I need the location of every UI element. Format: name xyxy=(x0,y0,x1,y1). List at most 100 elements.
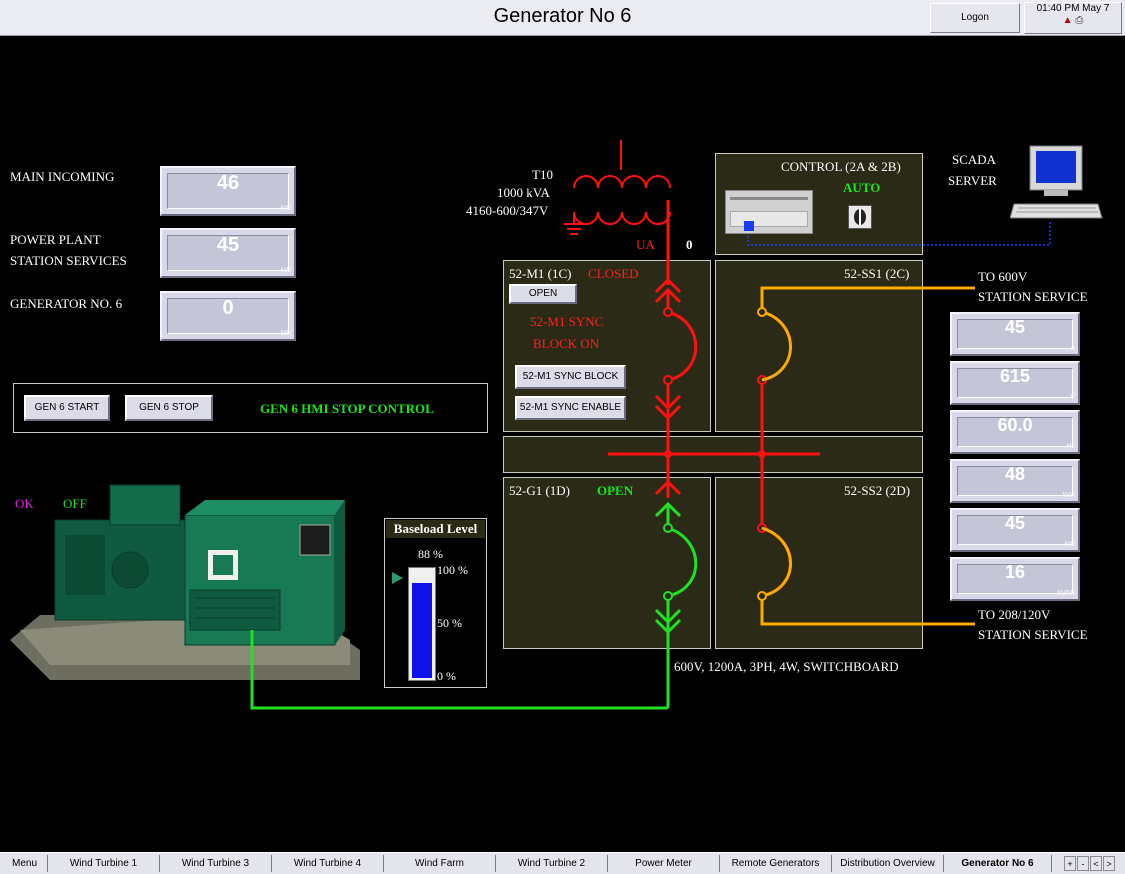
ua-label: UA xyxy=(636,237,655,252)
kw-meter: 45 kW xyxy=(950,508,1080,552)
zoom-out-button[interactable]: - xyxy=(1077,856,1089,871)
scada-label-2: SERVER xyxy=(948,173,997,188)
tab-wind-turbine-2[interactable]: Wind Turbine 2 xyxy=(496,855,608,872)
tab-menu[interactable]: Menu xyxy=(2,855,48,872)
current-value: 45 xyxy=(1004,317,1026,337)
kvar-value: 16 xyxy=(1004,562,1026,582)
baseload-setpoint-slider[interactable] xyxy=(392,572,403,584)
scroll-right-button[interactable]: > xyxy=(1103,856,1115,871)
baseload-title: Baseload Level xyxy=(386,520,485,538)
kva-unit: kVA xyxy=(1062,492,1075,499)
main-incoming-value: 46 xyxy=(216,172,240,194)
breaker-g1-panel xyxy=(503,477,711,649)
tab-wind-turbine-3[interactable]: Wind Turbine 3 xyxy=(160,855,272,872)
breaker-g1-state: OPEN xyxy=(597,483,634,498)
gen-control-status: GEN 6 HMI STOP CONTROL xyxy=(260,401,434,416)
sync-message-1: 52-M1 SYNC xyxy=(530,314,604,329)
control-title: CONTROL (2A & 2B) xyxy=(781,159,901,174)
kw-value: 45 xyxy=(1004,513,1026,533)
transformer-rating: 1000 kVA xyxy=(497,185,550,200)
kvar-unit: kVAR xyxy=(1057,590,1075,597)
taskbar: Menu Wind Turbine 1 Wind Turbine 3 Wind … xyxy=(0,852,1125,874)
current-meter: 45 A xyxy=(950,312,1080,356)
breaker-m1-name: 52-M1 (1C) xyxy=(509,266,572,281)
station-service-path xyxy=(760,286,975,626)
gen-start-button[interactable]: GEN 6 START xyxy=(24,395,110,421)
scada-link xyxy=(747,222,1051,246)
service-208-label-1: TO 208/120V xyxy=(978,607,1051,622)
breaker-m1-state: CLOSED xyxy=(588,266,639,281)
deenergized-path xyxy=(250,501,698,710)
logon-button[interactable]: Logon xyxy=(930,3,1020,33)
kva-meter: 48 kVA xyxy=(950,459,1080,503)
voltage-unit: V xyxy=(1070,394,1075,401)
clock-panel: 01:40 PM May 7 ▲ ⎙ xyxy=(1024,2,1122,34)
generator-6-meter: 0 kW xyxy=(160,291,296,341)
energized-path xyxy=(608,200,820,598)
breaker-ss2-name: 52-SS2 (2D) xyxy=(844,483,911,498)
printer-icon[interactable]: ⎙ xyxy=(1075,15,1084,26)
main-incoming-unit: kW xyxy=(280,205,291,212)
baseload-tick-50: 50 % xyxy=(437,616,462,630)
baseload-bar-fill xyxy=(412,583,432,678)
sync-block-button[interactable]: 52-M1 SYNC BLOCK xyxy=(515,365,626,389)
tab-distribution-overview[interactable]: Distribution Overview xyxy=(832,855,944,872)
one-line-diagram xyxy=(250,140,1051,710)
voltage-meter: 615 V xyxy=(950,361,1080,405)
breaker-ss2-panel xyxy=(715,477,923,649)
alarm-bell-icon[interactable]: ▲ xyxy=(1062,15,1073,26)
main-incoming-label: MAIN INCOMING xyxy=(10,169,115,184)
frequency-meter: 60.0 Hz xyxy=(950,410,1080,454)
sync-enable-button[interactable]: 52-M1 SYNC ENABLE xyxy=(515,396,626,420)
current-unit: A xyxy=(1070,345,1075,352)
control-panel xyxy=(715,153,923,255)
station-services-value: 45 xyxy=(216,234,240,256)
transformer-t10-symbol xyxy=(564,140,671,235)
sync-message-2: BLOCK ON xyxy=(533,336,600,351)
generator-6-value: 0 xyxy=(222,297,234,319)
plc-device xyxy=(725,190,813,234)
mode-selector-switch[interactable] xyxy=(848,205,872,229)
breaker-g1-name: 52-G1 (1D) xyxy=(509,483,571,498)
breaker-m1-open-button[interactable]: OPEN xyxy=(509,284,577,304)
service-208-label-2: STATION SERVICE xyxy=(978,627,1088,642)
clock-text: 01:40 PM May 7 xyxy=(1036,3,1110,14)
gen-ok-status: OK xyxy=(15,496,34,511)
scroll-left-button[interactable]: < xyxy=(1090,856,1102,871)
tab-wind-turbine-4[interactable]: Wind Turbine 4 xyxy=(272,855,384,872)
kvar-meter: 16 kVAR xyxy=(950,557,1080,601)
page-title: Generator No 6 xyxy=(493,5,632,27)
gen-stop-button[interactable]: GEN 6 STOP xyxy=(125,395,213,421)
baseload-bar-track xyxy=(408,567,436,681)
switchboard-label: 600V, 1200A, 3PH, 4W, SWITCHBOARD xyxy=(674,659,899,674)
generator-6-label: GENERATOR NO. 6 xyxy=(10,296,123,311)
station-services-meter: 45 kW xyxy=(160,228,296,278)
tab-generator-no-6[interactable]: Generator No 6 xyxy=(944,855,1052,872)
baseload-percent: 88 % xyxy=(418,547,443,561)
frequency-value: 60.0 xyxy=(997,415,1033,435)
baseload-tick-100: 100 % xyxy=(437,563,468,577)
main-incoming-meter: 46 kW xyxy=(160,166,296,216)
generator-6-unit: kW xyxy=(280,330,291,337)
scada-label-1: SCADA xyxy=(952,152,997,167)
service-600-label-2: STATION SERVICE xyxy=(978,289,1088,304)
zoom-in-button[interactable]: + xyxy=(1064,856,1076,871)
control-mode: AUTO xyxy=(843,180,881,195)
power-plant-label-1: POWER PLANT xyxy=(10,232,101,247)
kva-value: 48 xyxy=(1004,464,1026,484)
generator-picture xyxy=(10,484,360,680)
tab-remote-generators[interactable]: Remote Generators xyxy=(720,855,832,872)
service-600-label-1: TO 600V xyxy=(978,269,1028,284)
tab-wind-turbine-1[interactable]: Wind Turbine 1 xyxy=(48,855,160,872)
power-plant-label-2: STATION SERVICES xyxy=(10,253,127,268)
scada-server-icon xyxy=(1010,145,1103,219)
tab-wind-farm[interactable]: Wind Farm xyxy=(384,855,496,872)
station-services-unit: kW xyxy=(280,267,291,274)
transformer-voltage: 4160-600/347V xyxy=(466,203,549,218)
kw-unit: kW xyxy=(1064,541,1075,548)
transformer-name: T10 xyxy=(532,167,553,182)
tab-power-meter[interactable]: Power Meter xyxy=(608,855,720,872)
baseload-tick-0: 0 % xyxy=(437,669,456,683)
voltage-value: 615 xyxy=(999,366,1031,386)
gen-off-status: OFF xyxy=(63,496,87,511)
